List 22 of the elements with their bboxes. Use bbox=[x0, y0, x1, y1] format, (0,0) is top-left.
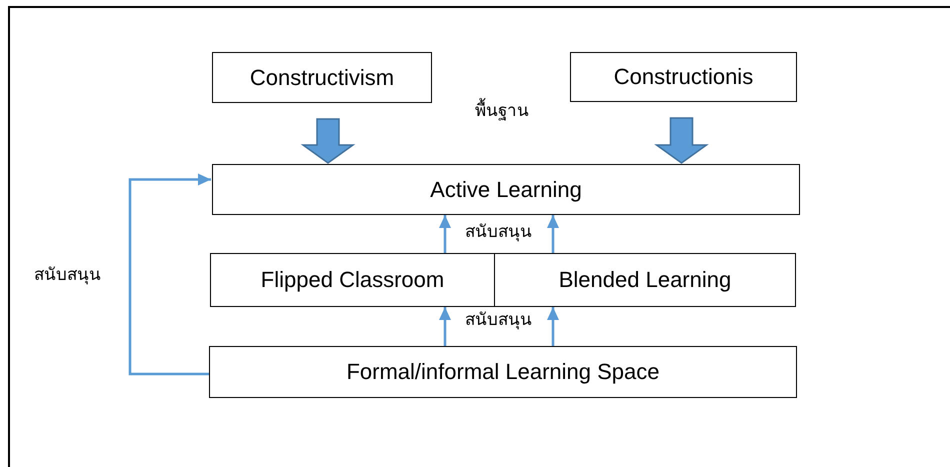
concept-box bbox=[212, 52, 432, 103]
concept-box bbox=[209, 346, 797, 398]
elbow-arrow bbox=[128, 174, 211, 376]
arrow bbox=[439, 215, 451, 253]
edge-label: สนับสนุน bbox=[34, 264, 101, 286]
arrow bbox=[547, 215, 559, 253]
arrow bbox=[547, 307, 559, 346]
concept-box bbox=[494, 253, 796, 307]
annotation-label: สนับสนุน bbox=[465, 222, 532, 242]
node-label: Formal/informal Learning Space bbox=[346, 359, 660, 385]
node-label: Blended Learning bbox=[558, 267, 732, 293]
concept-box bbox=[570, 52, 797, 102]
node-label: Constructionis bbox=[614, 64, 754, 90]
node-label: Flipped Classroom bbox=[260, 267, 444, 293]
block-arrow bbox=[300, 118, 356, 164]
concept-box bbox=[212, 164, 800, 215]
block-arrow bbox=[654, 117, 709, 164]
node-label: Active Learning bbox=[430, 176, 582, 202]
arrow bbox=[439, 307, 451, 346]
concept-box bbox=[210, 253, 495, 307]
node-label: Constructivism bbox=[250, 64, 394, 90]
annotation-label: สนับสนุน bbox=[465, 310, 532, 330]
